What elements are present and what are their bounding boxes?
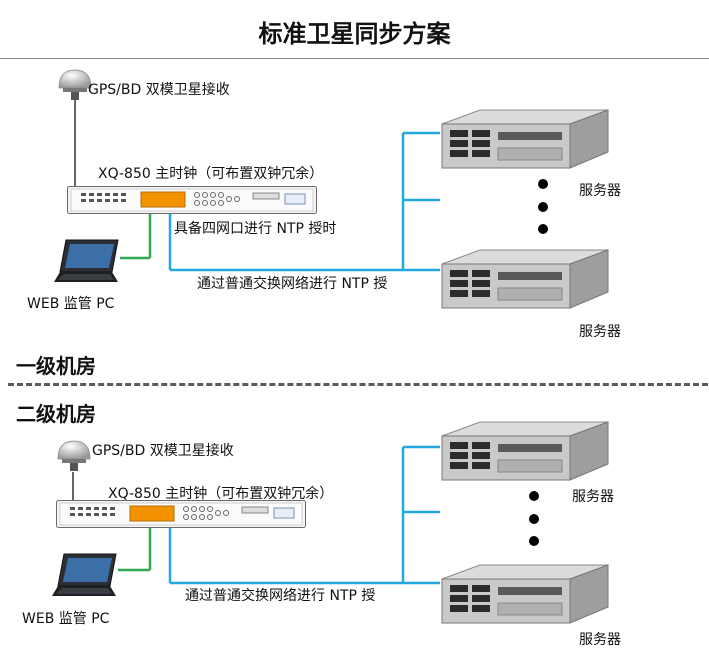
rack-server-icon [441, 564, 609, 624]
antenna-label: GPS/BD 双模卫星接收 [88, 82, 230, 98]
pc-label: WEB 监管 PC [22, 611, 110, 627]
section-divider [8, 383, 708, 386]
antenna-label: GPS/BD 双模卫星接收 [92, 443, 234, 459]
rack-clock-icon [56, 500, 306, 528]
ellipsis-dot [529, 491, 539, 501]
laptop-icon [52, 553, 117, 596]
ellipsis-dot [538, 224, 548, 234]
clock-label: XQ-850 主时钟（可布置双钟冗余） [98, 166, 324, 182]
network-label: 通过普通交换网络进行 NTP 授 [197, 276, 388, 292]
server-label-top: 服务器 [572, 489, 614, 505]
server-label-top: 服务器 [579, 183, 621, 199]
laptop-icon [54, 239, 119, 282]
ellipsis-dot [529, 536, 539, 546]
title-rule [0, 58, 709, 59]
port-label: 具备四网口进行 NTP 授时 [174, 221, 337, 237]
rack-server-icon [441, 249, 609, 309]
ellipsis-dot [538, 202, 548, 212]
rack-clock-icon [67, 186, 317, 214]
rack-server-icon [441, 421, 609, 481]
pc-label: WEB 监管 PC [27, 296, 115, 312]
gps-antenna-icon [58, 69, 92, 100]
page-title: 标准卫星同步方案 [258, 20, 451, 48]
ellipsis-dot [529, 514, 539, 524]
section-label-level1: 一级机房 [16, 354, 96, 378]
gps-antenna-icon [57, 440, 91, 471]
server-label-bottom: 服务器 [579, 632, 621, 648]
section-label-level2: 二级机房 [16, 402, 96, 426]
clock-label: XQ-850 主时钟（可布置双钟冗余） [108, 486, 334, 502]
network-label: 通过普通交换网络进行 NTP 授 [185, 588, 376, 604]
server-label-bottom: 服务器 [579, 324, 621, 340]
rack-server-icon [441, 109, 609, 169]
ellipsis-dot [538, 179, 548, 189]
